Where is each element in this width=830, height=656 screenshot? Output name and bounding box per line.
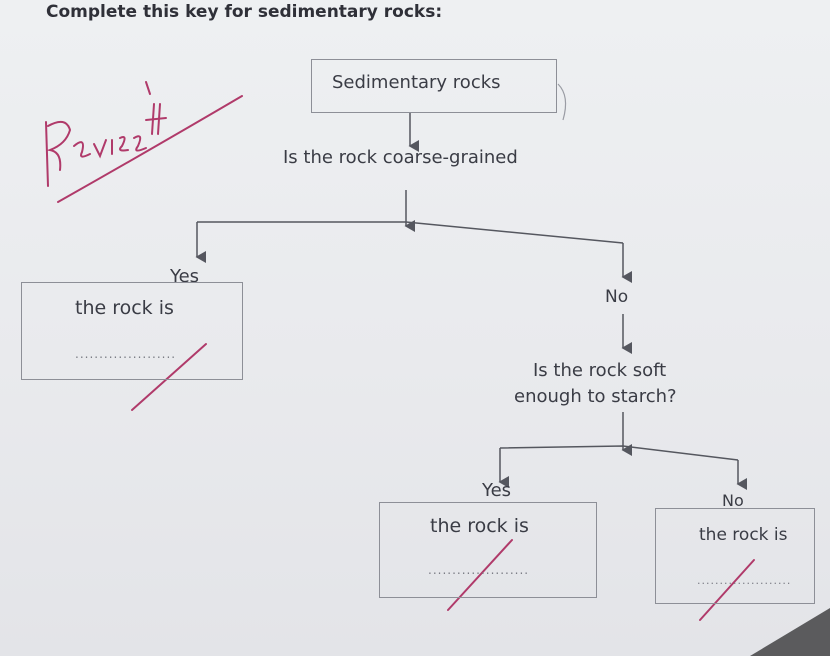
- answer-box-yes-2-blank[interactable]: .....................: [428, 563, 530, 577]
- branch-line-1: [197, 221, 624, 244]
- answer-box-yes-1-blank[interactable]: .....................: [75, 347, 177, 361]
- answer-box-no-2: [655, 508, 815, 604]
- branch-no-1: No: [605, 287, 629, 307]
- ink-R-bowl: [46, 120, 72, 171]
- branch-yes-1: Yes: [170, 266, 200, 287]
- ink-slash-2: [447, 539, 513, 611]
- answer-box-yes-1: [21, 282, 243, 380]
- answer-box-no-2-blank[interactable]: .....................: [697, 574, 792, 587]
- instruction-title: Complete this key for sedimentary rocks:: [46, 2, 443, 22]
- branch-yes-2: Yes: [482, 480, 512, 501]
- answer-box-yes-2-label: the rock is: [430, 515, 529, 537]
- answer-box-no-2-label: the rock is: [699, 525, 788, 545]
- handwriting-ink: [45, 81, 755, 621]
- ink-slash-1: [131, 343, 207, 411]
- question-soft-line2: enough to starch?: [514, 386, 677, 407]
- question-soft-line1: Is the rock soft: [533, 360, 667, 381]
- root-label: Sedimentary rocks: [332, 72, 501, 93]
- branch-line-2: [499, 445, 739, 461]
- ink-slash-3: [699, 559, 755, 621]
- ink-underline: [57, 95, 243, 203]
- answer-box-yes-2: [379, 502, 597, 598]
- answer-box-yes-1-label: the rock is: [75, 297, 174, 319]
- question-coarse-grained: Is the rock coarse-grained: [283, 147, 518, 168]
- root-box: [311, 59, 557, 113]
- root-box-curl: [557, 83, 567, 121]
- branch-no-2: No: [722, 491, 744, 510]
- page-corner-shadow: [750, 608, 830, 656]
- ink-R-stem: [45, 121, 49, 187]
